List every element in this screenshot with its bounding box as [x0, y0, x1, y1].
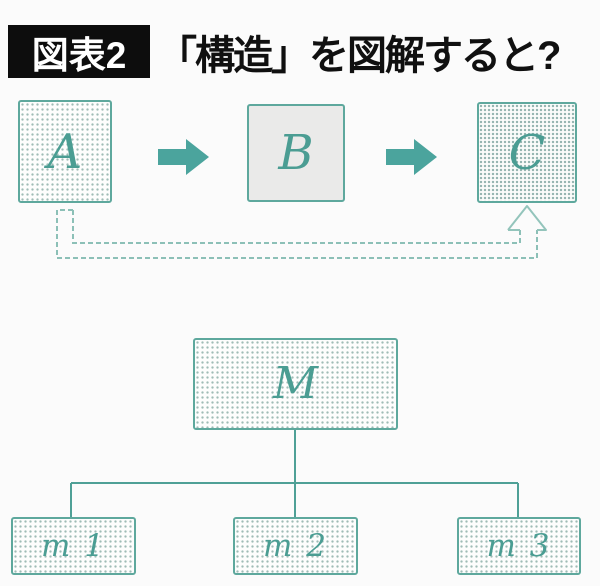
flow-box-a-label: A: [47, 123, 83, 180]
figure-tag-label: 図表2: [8, 25, 150, 78]
tree-child-m2-label: m 2: [263, 527, 328, 564]
tree-connector-lines: [70, 430, 519, 517]
tree-child-box-m3: m 3: [457, 517, 581, 575]
tree-child-m1-label: m 1: [41, 527, 106, 564]
feedback-loop-dashed-line: [56, 209, 538, 259]
figure-tag-text: 図表2: [31, 34, 127, 76]
tree-child-box-m2: m 2: [233, 517, 358, 575]
flow-box-b: B: [247, 104, 345, 202]
flow-arrow-1-icon: [158, 139, 209, 175]
tree-root-box-m: M: [193, 338, 398, 430]
flow-box-b-label: B: [278, 125, 314, 181]
feedback-arrowhead-icon: [507, 205, 547, 231]
flow-box-c-label: C: [508, 124, 546, 181]
flow-box-c: C: [477, 102, 577, 203]
flow-box-a: A: [18, 100, 112, 203]
flow-arrow-2-icon: [386, 139, 437, 175]
tree-root-label: M: [272, 358, 319, 409]
tree-child-m3-label: m 3: [486, 527, 552, 564]
page-title: 「構造」を図解すると?: [157, 33, 561, 78]
tree-child-box-m1: m 1: [11, 517, 136, 575]
